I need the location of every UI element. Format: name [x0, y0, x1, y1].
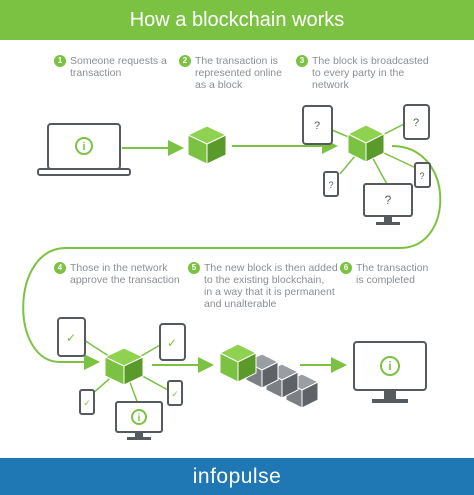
svg-text:?: ? [419, 171, 424, 181]
page-title: How a blockchain works [129, 9, 345, 31]
phone-icon: ✓ [79, 389, 95, 415]
step-6: 6 The transaction is completed [340, 262, 428, 286]
step-number-badge: 4 [54, 262, 66, 274]
title-banner: How a blockchain works [0, 0, 474, 40]
info-mark: i [82, 141, 85, 153]
tablet-icon: ? [403, 104, 430, 140]
phone-icon: ? [323, 171, 339, 197]
svg-text:✓: ✓ [66, 331, 76, 345]
block-cube-icon [186, 125, 228, 165]
svg-text:?: ? [314, 120, 320, 132]
svg-text:?: ? [385, 193, 392, 207]
tablet-icon: ? [302, 105, 333, 145]
new-block [218, 343, 258, 383]
desktop-monitor-icon: i [115, 401, 163, 440]
svg-text:✓: ✓ [83, 398, 91, 408]
step-text: Someone requests a transaction [70, 55, 167, 79]
info-icon [380, 356, 400, 376]
connector-right-curve [391, 145, 442, 249]
step-text: The new block is then added to the exist… [204, 262, 338, 310]
step-2: 2 The transaction is represented online … [179, 55, 282, 91]
svg-text:✓: ✓ [167, 336, 177, 350]
desktop-monitor-icon: ? [363, 183, 413, 225]
info-icon [131, 409, 147, 425]
step-number-badge: 3 [296, 55, 308, 67]
step-number-badge: 6 [340, 262, 352, 274]
svg-text:i: i [138, 413, 141, 424]
laptop-icon: i [37, 123, 131, 176]
tablet-icon: ✓ [57, 317, 86, 357]
step-number-badge: 5 [188, 262, 200, 274]
block-cube-icon [103, 347, 145, 386]
step-text: Those in the network approve the transac… [70, 262, 180, 286]
blockchain-icon [218, 343, 320, 409]
svg-text:✓: ✓ [171, 389, 179, 399]
flow-lines [22, 138, 442, 373]
svg-text:?: ? [413, 117, 419, 129]
step-1: 1 Someone requests a transaction [54, 55, 167, 79]
svg-text:i: i [388, 359, 391, 373]
tablet-icon: ✓ [159, 323, 186, 361]
step-number-badge: 1 [54, 55, 66, 67]
step-4: 4 Those in the network approve the trans… [54, 262, 180, 286]
footer-bar: infopulse [0, 458, 474, 495]
broadcast-network: ? ? ? ? ? [302, 104, 431, 225]
brand-logo: infopulse [192, 465, 282, 488]
approval-network: ✓ ✓ ✓ ✓ i [57, 317, 186, 440]
step-text: The transaction is completed [356, 262, 429, 286]
step-text: The block is broadcasted to every party … [312, 55, 429, 91]
step-number-badge: 2 [179, 55, 191, 67]
desktop-monitor-icon: i [353, 341, 427, 403]
phone-icon: ✓ [167, 380, 183, 406]
phone-icon: ? [414, 162, 431, 188]
block-cube-icon [346, 124, 386, 163]
connector-left-curve [22, 247, 100, 370]
svg-text:?: ? [328, 180, 333, 190]
info-icon [75, 137, 93, 155]
step-text: The transaction is represented online as… [195, 55, 282, 91]
step-5: 5 The new block is then added to the exi… [188, 262, 338, 310]
step-3: 3 The block is broadcasted to every part… [296, 55, 429, 91]
